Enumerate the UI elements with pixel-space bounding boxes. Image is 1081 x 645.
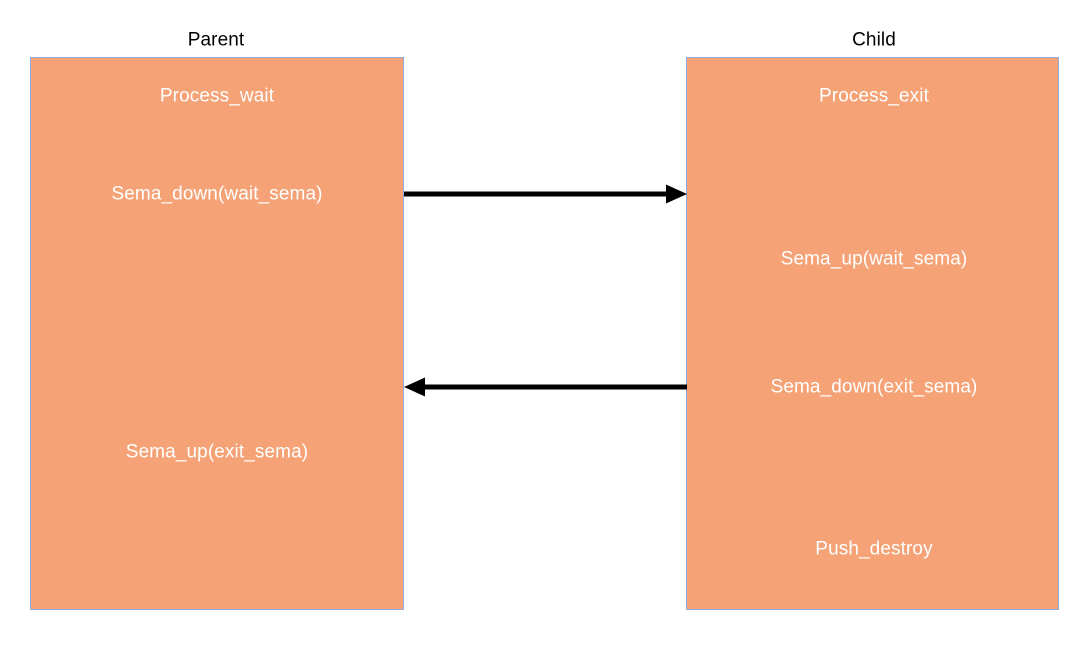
arrow-right-wait-sema	[404, 184, 687, 204]
step-process-exit: Process_exit	[819, 85, 929, 107]
arrow-left-exit-sema	[404, 377, 687, 397]
process-box-child: Process_exit Sema_up(wait_sema) Sema_dow…	[686, 57, 1059, 610]
arrow-head-right	[666, 184, 687, 204]
column-title-parent: Parent	[187, 29, 245, 51]
step-sema-up-exit-sema: Sema_up(exit_sema)	[125, 441, 309, 463]
process-box-parent: Process_wait Sema_down(wait_sema) Sema_u…	[30, 57, 404, 610]
step-sema-up-wait-sema: Sema_up(wait_sema)	[780, 248, 968, 270]
step-sema-down-exit-sema: Sema_down(exit_sema)	[770, 376, 978, 398]
step-sema-down-wait-sema: Sema_down(wait_sema)	[111, 183, 323, 205]
arrow-head-left	[404, 377, 425, 397]
column-title-child: Child	[852, 29, 896, 51]
step-process-wait: Process_wait	[159, 85, 275, 107]
step-push-destroy: Push_destroy	[815, 538, 933, 560]
